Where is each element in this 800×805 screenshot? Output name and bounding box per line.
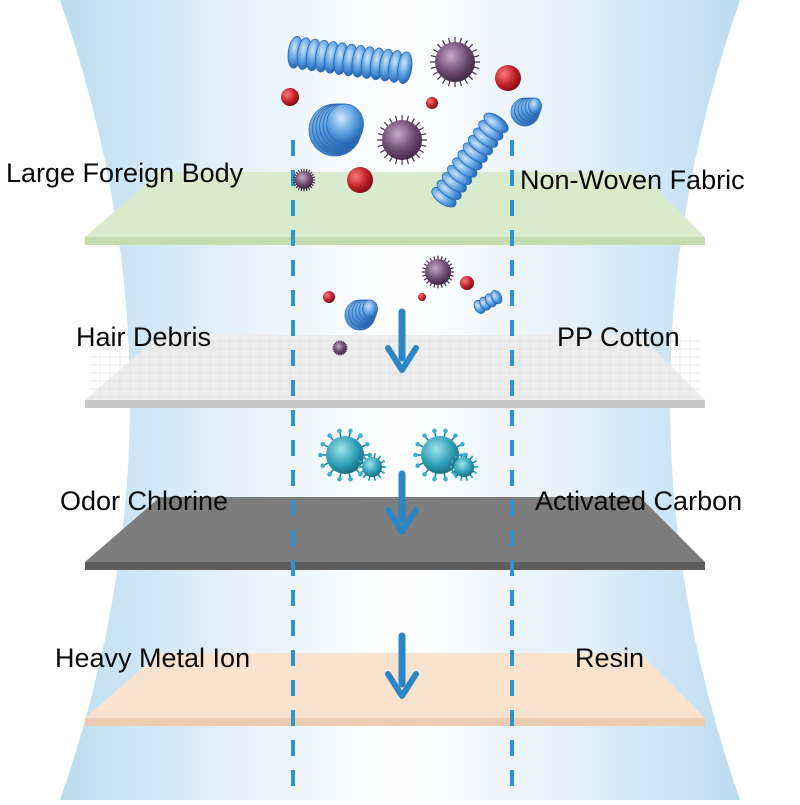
red-particle-icon <box>426 97 438 109</box>
layer-4-right-label: Resin <box>575 643 645 673</box>
layer-2-left-label: Hair Debris <box>76 322 212 352</box>
layer-1-left-label: Large Foreign Body <box>6 158 244 188</box>
red-particle-icon <box>460 276 474 290</box>
filter-layer-3 <box>85 497 705 570</box>
virus-icon <box>332 340 348 356</box>
bacteria-icon <box>344 299 378 331</box>
layer-2-right-label: PP Cotton <box>557 322 680 352</box>
virus-icon <box>430 37 480 87</box>
filter-layer-2 <box>85 335 705 408</box>
virus-icon <box>292 168 316 192</box>
virus-icon <box>421 255 455 289</box>
red-particle-icon <box>323 291 335 303</box>
virus-icon <box>377 115 427 165</box>
coronavirus-icon <box>413 428 467 482</box>
bacteria-icon <box>473 290 503 314</box>
coronavirus-icon <box>449 453 479 481</box>
contaminant-particles <box>281 36 542 482</box>
red-particle-icon <box>281 88 299 106</box>
coronavirus-icon <box>318 428 372 482</box>
coronavirus-icon <box>357 453 387 481</box>
red-particle-icon <box>495 65 521 91</box>
bacteria-icon <box>510 97 542 127</box>
layer-1-right-label: Non-Woven Fabric <box>520 165 745 195</box>
filter-layers <box>85 172 705 726</box>
red-particle-icon <box>347 167 373 193</box>
layer-4-left-label: Heavy Metal Ion <box>55 643 251 673</box>
down-arrow-icon <box>385 470 419 535</box>
flow-guides <box>291 140 514 800</box>
bacteria-icon <box>308 103 364 157</box>
filter-layer-1 <box>85 172 705 245</box>
layer-3-right-label: Activated Carbon <box>535 486 743 516</box>
down-arrow-icon <box>385 308 419 373</box>
flow-arrows <box>385 308 419 699</box>
bacteria-icon <box>287 36 413 84</box>
red-particle-icon <box>418 293 426 301</box>
layer-3-left-label: Odor Chlorine <box>60 486 229 516</box>
bacteria-icon <box>431 112 509 208</box>
down-arrow-icon <box>385 632 419 699</box>
